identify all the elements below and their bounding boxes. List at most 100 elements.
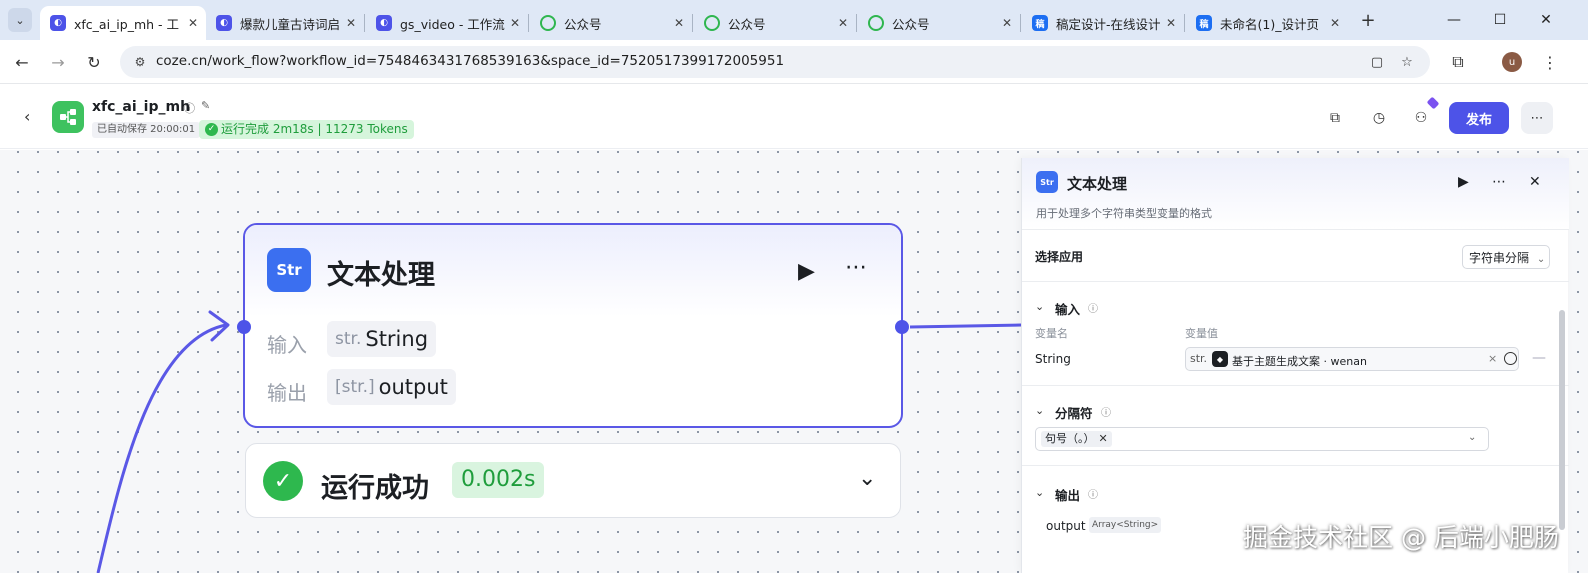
run-status-badge[interactable]: ✓ 运行完成 2m18s | 11273 Tokens [199, 120, 414, 139]
input-variable-value[interactable]: str. ◆ 基于主题生成文案 · wenan × [1185, 347, 1519, 371]
gaoding-icon: 稿 [1196, 15, 1212, 31]
close-icon[interactable]: ✕ [1529, 174, 1541, 190]
tab-title: gs_video - 工作流 [400, 16, 505, 32]
variable-picker-icon[interactable] [1504, 352, 1517, 365]
back-arrow-icon[interactable]: ← [15, 52, 29, 72]
browser-tab-7[interactable]: 稿 稿定设计-在线设计 ✕ [1022, 6, 1184, 40]
browser-tab-8[interactable]: 稿 未命名(1)_设计页 ✕ [1186, 6, 1348, 40]
node-config-panel: Str 文本处理 用于处理多个字符串类型变量的格式 ▶ ⋯ ✕ 选择应用 字符串… [1021, 158, 1569, 573]
more-options-icon[interactable]: ⋯ [845, 255, 868, 280]
close-icon[interactable]: ✕ [837, 16, 848, 30]
info-icon[interactable]: ⓘ [184, 102, 195, 115]
publish-button[interactable]: 发布 [1449, 102, 1509, 134]
play-icon[interactable]: ▶ [798, 259, 815, 284]
profile-avatar[interactable]: u [1502, 52, 1522, 72]
tab-divider [528, 14, 529, 32]
close-icon[interactable]: ✕ [509, 16, 520, 30]
tab-search-chevron-icon[interactable]: ⌄ [8, 8, 32, 32]
output-type-badge: Array<String> [1089, 517, 1162, 533]
separator-section-title: 分隔符 [1055, 406, 1093, 421]
string-node-icon: Str [1036, 171, 1058, 193]
browser-tab-1[interactable]: ◐ xfc_ai_ip_mh - 工 ✕ [40, 6, 206, 40]
node-output-pill: [str.] output [327, 369, 456, 405]
app-mode-select[interactable]: 字符串分隔 ⌄ [1462, 245, 1550, 269]
browser-tab-6[interactable]: 公众号 ✕ [858, 6, 1020, 40]
chevron-down-icon[interactable]: ⌄ [1035, 300, 1045, 313]
tab-title: xfc_ai_ip_mh - 工 [74, 16, 180, 32]
clear-icon[interactable]: × [1488, 352, 1498, 365]
browser-tab-5[interactable]: 公众号 ✕ [694, 6, 856, 40]
reload-icon[interactable]: ↻ [87, 52, 101, 72]
separator-chip-label: 句号（。） [1045, 432, 1095, 445]
wechat-icon [868, 15, 884, 31]
chevron-left-icon[interactable]: ‹ [24, 107, 31, 126]
browser-tab-2[interactable]: ◐ 爆款儿童古诗词启 ✕ [206, 6, 364, 40]
window-close-button[interactable]: ✕ [1540, 12, 1552, 28]
select-app-label: 选择应用 [1035, 250, 1084, 264]
info-icon[interactable]: ⓘ [1088, 490, 1098, 501]
incoming-edge-arrow [208, 310, 230, 342]
check-circle-icon: ✓ [205, 123, 218, 136]
copy-icon[interactable]: ⧉ [1330, 110, 1340, 126]
run-result-label: 运行成功 [321, 473, 429, 504]
panel-scrollbar[interactable] [1559, 310, 1565, 530]
site-settings-icon[interactable]: ⚙ [134, 55, 146, 69]
separator-select[interactable]: 句号（。）✕ ⌄ [1035, 427, 1489, 451]
collaborator-icon[interactable]: ⚇ [1414, 110, 1428, 126]
node-input-label: 输入 [267, 333, 307, 357]
close-icon[interactable]: ✕ [345, 16, 356, 30]
variable-reference: 基于主题生成文案 · wenan [1232, 355, 1367, 368]
close-icon[interactable]: ✕ [673, 16, 684, 30]
close-icon[interactable]: ✕ [187, 16, 198, 30]
chevron-down-icon[interactable]: ⌄ [1035, 486, 1045, 499]
separator-section: ⌄ 分隔符 ⓘ [1022, 386, 1569, 466]
forward-arrow-icon[interactable]: → [51, 52, 65, 72]
coze-icon: ◐ [216, 15, 232, 31]
maximize-button[interactable]: ☐ [1493, 12, 1507, 28]
tab-title: 稿定设计-在线设计 [1056, 16, 1161, 32]
workflow-graph-icon [60, 109, 76, 125]
browser-tab-3[interactable]: ◐ gs_video - 工作流 ✕ [366, 6, 528, 40]
minimize-button[interactable]: — [1447, 12, 1461, 28]
run-status-text: 运行完成 2m18s | 11273 Tokens [221, 122, 408, 136]
url-text[interactable]: coze.cn/work_flow?workflow_id=7548463431… [156, 53, 785, 69]
tab-divider [692, 14, 693, 32]
remove-variable-icon[interactable]: — [1532, 350, 1546, 366]
panel-header: Str 文本处理 用于处理多个字符串类型变量的格式 ▶ ⋯ ✕ [1022, 158, 1569, 230]
edit-icon[interactable]: ✎ [201, 99, 211, 112]
browser-tab-4[interactable]: 公众号 ✕ [530, 6, 692, 40]
wechat-icon [540, 15, 556, 31]
incoming-edge [96, 323, 227, 573]
run-result-card[interactable]: ✓ 运行成功 0.002s ⌄ [245, 443, 901, 518]
new-tab-button[interactable]: + [1360, 9, 1376, 31]
close-icon[interactable]: ✕ [1329, 16, 1340, 30]
more-options-icon[interactable]: ⋯ [1492, 174, 1506, 190]
history-clock-icon[interactable]: ◷ [1372, 110, 1386, 126]
output-port[interactable] [895, 320, 909, 334]
chevron-down-icon[interactable]: ⌄ [1035, 404, 1045, 417]
bookmark-star-icon[interactable]: ☆ [1401, 54, 1413, 70]
string-type-icon: str. [1190, 352, 1208, 365]
chevron-down-icon[interactable]: ⌄ [1468, 432, 1477, 443]
browser-menu-icon[interactable]: ⋮ [1542, 52, 1558, 72]
string-node-icon: Str [267, 248, 311, 292]
extensions-puzzle-icon[interactable]: ⧉ [1452, 52, 1464, 71]
close-icon[interactable]: ✕ [1165, 16, 1176, 30]
column-variable-name: 变量名 [1035, 327, 1068, 340]
remove-chip-icon[interactable]: ✕ [1098, 432, 1108, 445]
coze-icon: ◐ [376, 15, 392, 31]
more-options-icon[interactable]: ⋯ [1521, 102, 1553, 134]
info-icon[interactable]: ⓘ [1101, 408, 1111, 419]
input-port[interactable] [237, 320, 251, 334]
clipboard-icon[interactable]: ▢ [1370, 54, 1384, 70]
chevron-down-icon[interactable]: ⌄ [858, 466, 877, 491]
play-icon[interactable]: ▶ [1458, 174, 1469, 190]
node-input-value: String [365, 327, 429, 351]
close-icon[interactable]: ✕ [1001, 16, 1012, 30]
input-variable-name[interactable]: String [1035, 352, 1071, 366]
separator-chip[interactable]: 句号（。）✕ [1041, 431, 1112, 447]
node-header [245, 225, 901, 317]
address-bar[interactable]: ⚙ coze.cn/work_flow?workflow_id=75484634… [120, 46, 1430, 78]
info-icon[interactable]: ⓘ [1088, 304, 1098, 315]
text-processing-node[interactable]: Str 文本处理 ▶ ⋯ 输入 str. String 输出 [str.] ou… [237, 223, 909, 428]
